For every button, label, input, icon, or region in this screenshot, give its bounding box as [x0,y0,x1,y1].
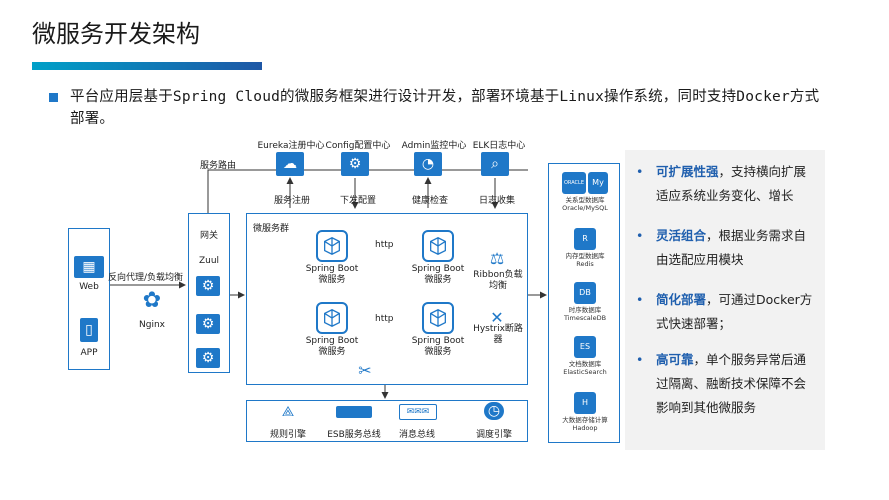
storage-label: 时序数据库 TimescaleDB [563,306,607,322]
bullet-dot-icon: • [636,292,644,307]
service-label: Spring Boot 微服务 [305,264,359,285]
admin-label: Admin监控中心 [401,141,467,151]
storage-item: ORACLE My 关系型数据库 Oracle/MySQL [552,172,618,212]
esb-bus-icon [336,406,372,418]
bullet-dot-icon: • [636,164,644,179]
bullet-square-icon [49,93,58,102]
config-label: Config配置中心 [325,141,391,151]
title-underline [32,62,262,70]
bullet-dot-icon: • [636,228,644,243]
mysql-icon: My [588,172,608,194]
esb-label: ESB服务总线 [327,430,381,440]
hystrix-label: Hystrix断路 器 [473,324,523,345]
storage-item: DB 时序数据库 TimescaleDB [552,282,618,322]
circuit-breaker-icon: ✕ [486,308,508,327]
page-title: 微服务开发架构 [32,20,200,48]
storage-label: 内存型数据库 Redis [565,252,605,268]
oracle-icon: ORACLE [562,172,586,194]
advantage-body: ，根据业务需求自由选配应用模块 [656,228,807,267]
http-label: http [375,240,394,250]
nginx-label: Nginx [139,320,165,330]
edge-config-label: 下发配置 [340,196,377,206]
advantage-body: ，单个服务异常后通过隔离、融断技术保障不会影响到其他微服务 [656,352,807,415]
advantage-body: ，支持横向扩展适应系统业务变化、增长 [656,164,807,203]
cube-icon [422,230,454,262]
edge-register-label: 服务注册 [274,196,311,206]
monitor-icon: ◔ [414,152,442,176]
service-label: Spring Boot 微服务 [305,336,359,357]
tools-icon: ✂ [354,360,376,380]
service-label: Spring Boot 微服务 [411,264,465,285]
advantage-item: • 高可靠，单个服务异常后通过隔离、融断技术保障不会影响到其他微服务 [636,348,816,420]
gateway-node-icon: ⚙ [196,314,220,334]
storage-item: H 大数据存储计算 Hadoop [552,392,618,432]
app-label: APP [80,348,98,358]
ribbon-label: Ribbon负载 均衡 [473,270,523,291]
cluster-title: 微服务群 [253,224,290,234]
elasticsearch-icon: ES [574,336,596,358]
storage-label: 文档数据库 ElasticSearch [563,360,607,376]
message-bus-label: 消息总线 [398,430,435,440]
cube-icon [422,302,454,334]
elk-label: ELK日志中心 [472,141,526,151]
edge-health-label: 健康检查 [412,196,449,206]
advantage-head: 简化部署 [656,292,707,307]
mobile-icon: ▯ [80,318,98,342]
rule-engine-label: 规则引擎 [269,430,306,440]
gateway-node-icon: ⚙ [196,276,220,296]
storage-item: ES 文档数据库 ElasticSearch [552,336,618,376]
advantage-item: • 简化部署，可通过Docker方式快速部署； [636,288,816,336]
cube-icon [316,302,348,334]
advantage-head: 灵活组合 [656,228,707,243]
bullet-dot-icon: • [636,352,644,367]
rule-engine-icon: ⟁ [276,404,300,420]
cloud-icon: ☁ [276,152,304,176]
message-bus-icon: ✉✉✉ [399,404,437,420]
client-box [68,228,110,370]
eureka-label: Eureka注册中心 [257,141,325,151]
gateway-node-icon: ⚙ [196,348,220,368]
http-label: http [375,314,394,324]
database-icon: DB [574,282,596,304]
web-icon: ▦ [74,256,104,278]
advantage-head: 高可靠 [656,352,694,367]
advantage-item: • 可扩展性强，支持横向扩展适应系统业务变化、增长 [636,160,816,208]
gateway-title: 网关 [199,231,218,241]
redis-icon: R [574,228,596,250]
hadoop-elephant-icon: H [574,392,596,414]
cube-icon [316,230,348,262]
edge-log-label: 日志收集 [479,196,516,206]
proxy-label: 反向代理/负载均衡 [108,273,184,283]
storage-label: 关系型数据库 Oracle/MySQL [562,196,608,212]
web-label: Web [79,282,99,292]
service-route-label: 服务路由 [200,161,237,171]
advantages-panel [625,150,825,450]
scheduler-label: 调度引擎 [475,430,512,440]
advantage-item: • 灵活组合，根据业务需求自由选配应用模块 [636,224,816,272]
advantage-body: ，可通过Docker方式快速部署； [656,292,813,331]
scheduler-icon: ◷ [484,402,504,420]
load-balance-icon: ⚖ [486,249,508,268]
storage-label: 大数据存储计算 Hadoop [562,416,608,432]
nginx-icon: ✿ [138,286,166,314]
zuul-label: Zuul [198,256,220,266]
intro-text: 平台应用层基于Spring Cloud的微服务框架进行设计开发，部署环境基于Li… [70,89,820,127]
advantage-head: 可扩展性强 [656,164,719,179]
storage-item: R 内存型数据库 Redis [552,228,618,268]
log-search-icon: ⌕ [481,152,509,176]
gear-icon: ⚙ [341,152,369,176]
microservice-cluster-box [246,213,528,385]
service-label: Spring Boot 微服务 [411,336,465,357]
